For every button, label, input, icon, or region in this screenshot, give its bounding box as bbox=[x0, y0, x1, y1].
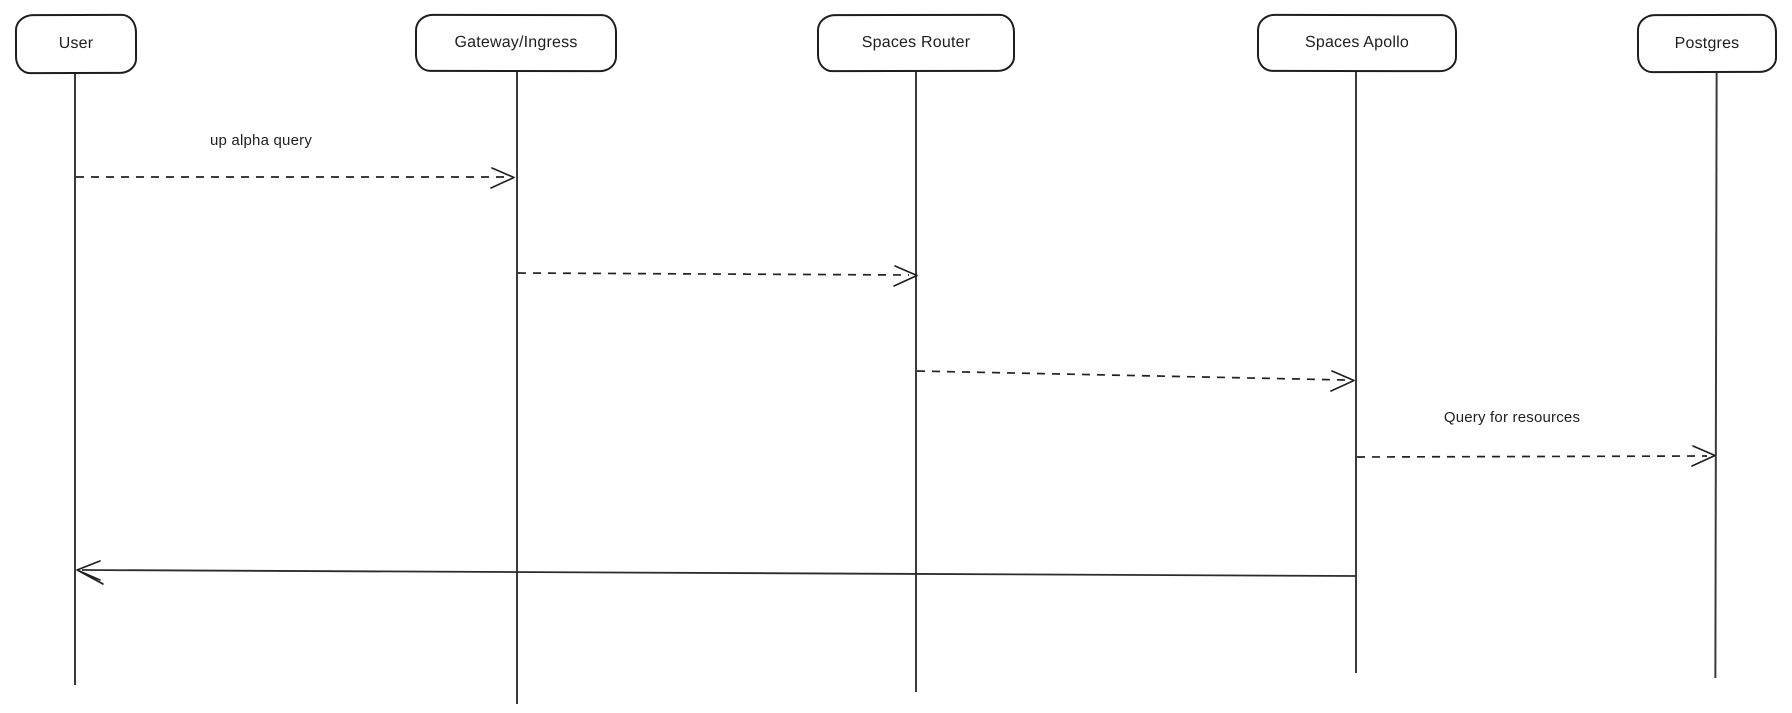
actor-label: User bbox=[58, 34, 94, 53]
message-4-arrow bbox=[1356, 445, 1716, 467]
actor-box-gateway-ingress: Gateway/Ingress bbox=[414, 13, 618, 73]
message-4-label: Query for resources bbox=[1443, 409, 1581, 426]
message-1-label: up alpha query bbox=[209, 132, 313, 149]
actor-box-user: User bbox=[14, 13, 138, 75]
actor-label: Spaces Apollo bbox=[1304, 33, 1410, 52]
actor-label: Spaces Router bbox=[861, 33, 971, 52]
message-2-arrow bbox=[517, 265, 918, 287]
lifeline-spaces-apollo bbox=[1355, 72, 1357, 673]
actor-label: Postgres bbox=[1674, 34, 1740, 52]
arrowhead-left-icon bbox=[76, 560, 101, 581]
arrowhead-right-icon bbox=[1691, 445, 1716, 467]
lifeline-user bbox=[74, 74, 76, 685]
actor-label: Gateway/Ingress bbox=[454, 33, 578, 52]
arrowhead-right-icon bbox=[1330, 370, 1355, 392]
message-1-arrow bbox=[76, 167, 515, 189]
lifeline-spaces-router bbox=[915, 72, 917, 692]
message-5-return-arrow bbox=[76, 560, 1357, 585]
actor-box-spaces-apollo: Spaces Apollo bbox=[1256, 13, 1458, 73]
message-3-arrow bbox=[916, 370, 1355, 392]
actor-box-spaces-router: Spaces Router bbox=[816, 13, 1016, 73]
arrowhead-right-icon bbox=[893, 265, 918, 287]
lifeline-gateway-ingress bbox=[516, 72, 518, 704]
lifeline-postgres bbox=[1714, 72, 1718, 679]
arrowhead-right-icon bbox=[490, 167, 515, 189]
actor-box-postgres: Postgres bbox=[1636, 13, 1778, 74]
